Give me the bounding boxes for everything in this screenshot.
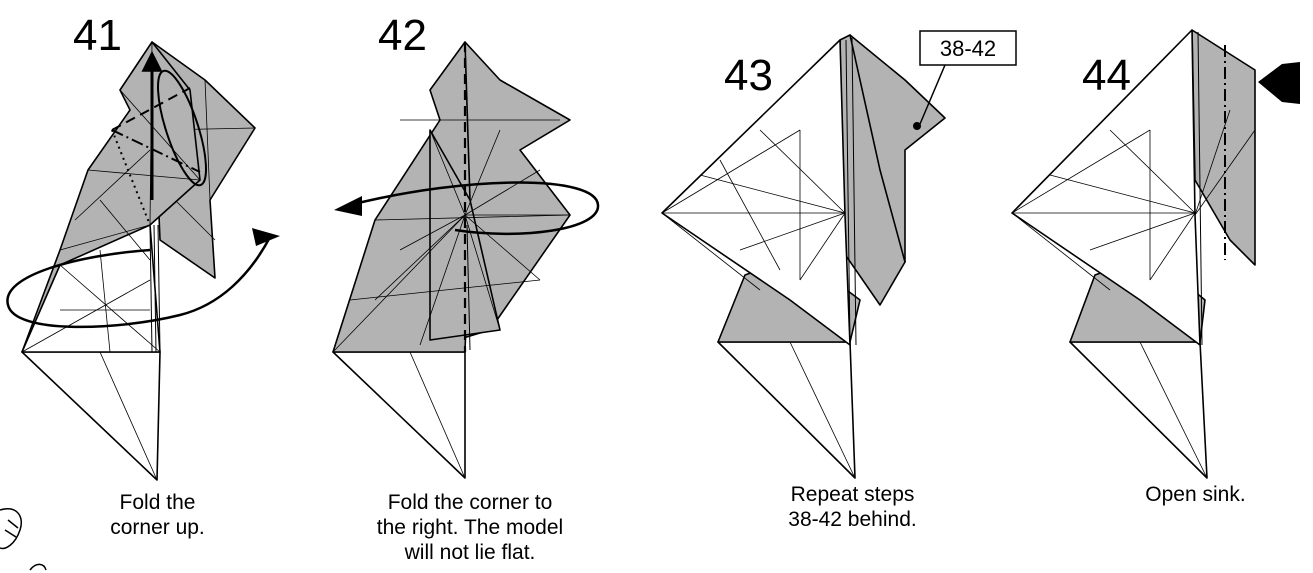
decoration-icon [0, 508, 47, 571]
step-number: 41 [73, 11, 122, 60]
step-42-caption: Fold the corner to the right. The model … [376, 491, 564, 564]
step-44-figure [1011, 29, 1256, 479]
repeat-reference-label: 38-42 [940, 36, 996, 61]
fold-arrow-icon [252, 228, 280, 246]
step-41-caption: Fold the corner up. [110, 491, 205, 539]
step-43-figure [661, 34, 946, 479]
step-42-figure [332, 41, 571, 479]
step-number: 44 [1082, 51, 1131, 100]
step-number: 43 [724, 51, 773, 100]
fold-arrow-icon [6, 236, 272, 329]
push-arrow-icon [1258, 62, 1300, 104]
repeat-behind-icon: 38-42 [919, 30, 1017, 125]
step-41-figure [21, 41, 256, 481]
fold-arrow-icon [349, 181, 600, 236]
step-44-caption: Open sink. [1145, 483, 1246, 506]
step-number: 42 [378, 11, 427, 60]
step-43-caption: Repeat steps 38-42 behind. [788, 483, 917, 531]
fold-arrow-icon [334, 196, 362, 216]
